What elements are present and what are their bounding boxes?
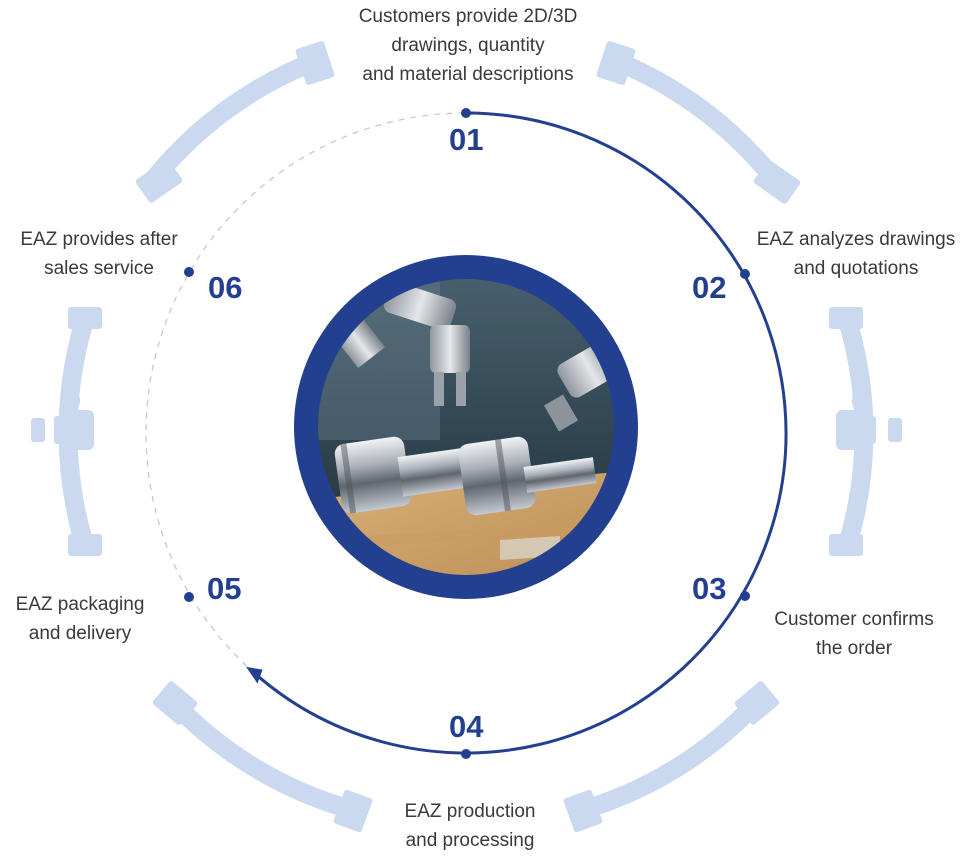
- cap-icon: [596, 41, 636, 85]
- step-dot-04: [461, 749, 471, 759]
- step-label-03: Customer confirms the order: [774, 609, 934, 659]
- step-dot-06: [184, 267, 194, 277]
- cap-icon: [135, 159, 183, 203]
- step-label-05: EAZ packaging and delivery: [15, 594, 145, 644]
- deco-arc-top-right: [610, 51, 785, 189]
- cap-icon: [829, 534, 863, 556]
- decorative-end-caps: [68, 41, 863, 833]
- arrow-head-icon: [246, 666, 263, 684]
- step-label-01: Customers provide 2D/3D drawings, quanti…: [358, 6, 578, 85]
- step-dot-02: [740, 269, 750, 279]
- step-label-02: EAZ analyzes drawings and quotations: [756, 229, 956, 279]
- step-label-06: EAZ provides after sales service: [20, 229, 178, 279]
- step-dot-03: [740, 591, 750, 601]
- step-number-06: 06: [208, 270, 243, 305]
- step-number-04: 04: [449, 709, 484, 744]
- step-number-05: 05: [207, 571, 242, 606]
- cap-icon: [295, 41, 335, 85]
- step-number-03: 03: [692, 571, 727, 606]
- step-dots: [184, 108, 750, 759]
- cap-icon: [734, 681, 780, 725]
- step-number-01: 01: [449, 122, 484, 157]
- step-number-02: 02: [692, 270, 727, 305]
- cap-icon: [563, 789, 603, 833]
- cap-icon: [333, 789, 373, 833]
- cap-icon: [68, 307, 102, 329]
- valve-icon: [836, 396, 902, 462]
- cap-icon: [829, 307, 863, 329]
- step-dot-01: [461, 108, 471, 118]
- deco-arc-bottom-right: [580, 696, 763, 820]
- progress-arc: [249, 111, 788, 755]
- step-dot-05: [184, 592, 194, 602]
- step-label-04: EAZ production and processing: [404, 801, 536, 851]
- deco-arc-bottom-left: [167, 696, 356, 820]
- cap-icon: [152, 681, 198, 725]
- deco-arc-top-left: [145, 51, 322, 186]
- valve-icon: [31, 396, 94, 462]
- cap-icon: [68, 534, 102, 556]
- cap-icon: [753, 160, 801, 204]
